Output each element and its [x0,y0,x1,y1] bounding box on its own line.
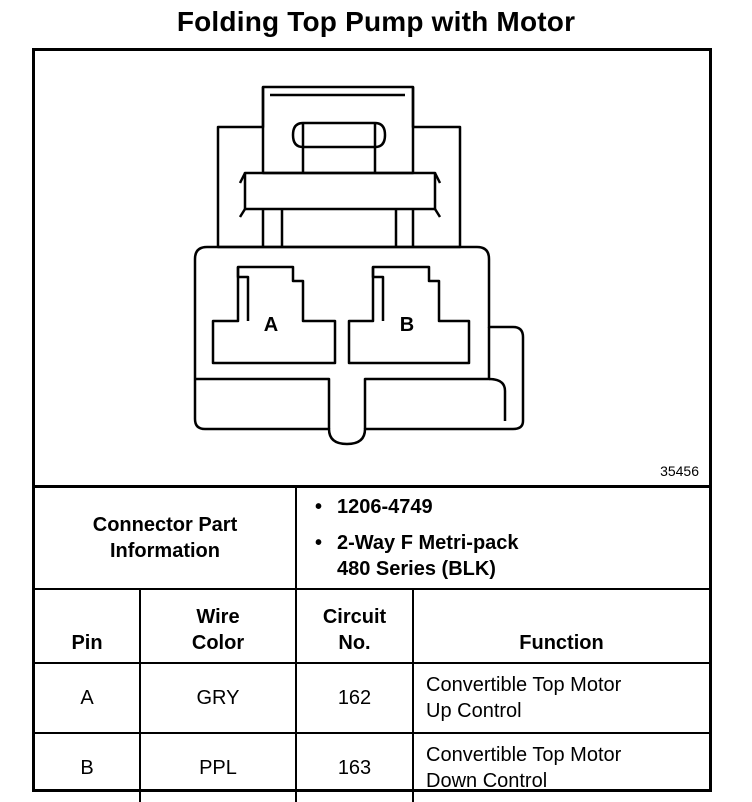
circuit-cell: 163 [295,732,414,802]
mating-body [193,245,525,446]
connector-face-view: A B [193,85,525,446]
connector-table: Connector Part Information •1206-4749 •2… [35,485,709,802]
connector-drawing: A B [35,51,709,485]
part-number: 1206-4749 [337,496,433,518]
diagram-frame: A B 35456 Connector Part Information •12… [32,48,712,802]
connector-info-label: Connector Part Information [35,485,297,590]
circuit-cell: 162 [295,662,414,734]
cavity-b [347,265,471,365]
connector-label-line2: Information [110,540,220,562]
cavity-label-a: A [264,314,278,336]
connector-label-line1: Connector Part [92,514,238,536]
header-pin: Pin [35,588,141,664]
cavity-a [211,265,337,365]
connector-desc-line1: 2-Way F Metri-pack [337,532,519,554]
header-function: Function [412,588,709,664]
connector-desc-line2: 480 Series (BLK) [337,558,496,580]
part-number-item: •1206-4749 [315,496,433,518]
latch-housing [216,85,462,249]
connector-info-list: •1206-4749 •2-Way F Metri-pack 480 Serie… [295,485,709,590]
latch-tab [291,121,387,149]
figure-id: 35456 [660,463,699,479]
wire-color-cell: PPL [139,732,297,802]
connector-desc-item: •2-Way F Metri-pack [315,532,519,554]
pin-cell: B [35,732,141,802]
diagram-title: Folding Top Pump with Motor [176,6,576,37]
cavity-label-b: B [400,314,414,336]
connector-info-row: Connector Part Information •1206-4749 •2… [35,485,709,590]
pin-cell: A [35,662,141,734]
latch-top [261,87,415,175]
wire-color-cell: GRY [139,662,297,734]
